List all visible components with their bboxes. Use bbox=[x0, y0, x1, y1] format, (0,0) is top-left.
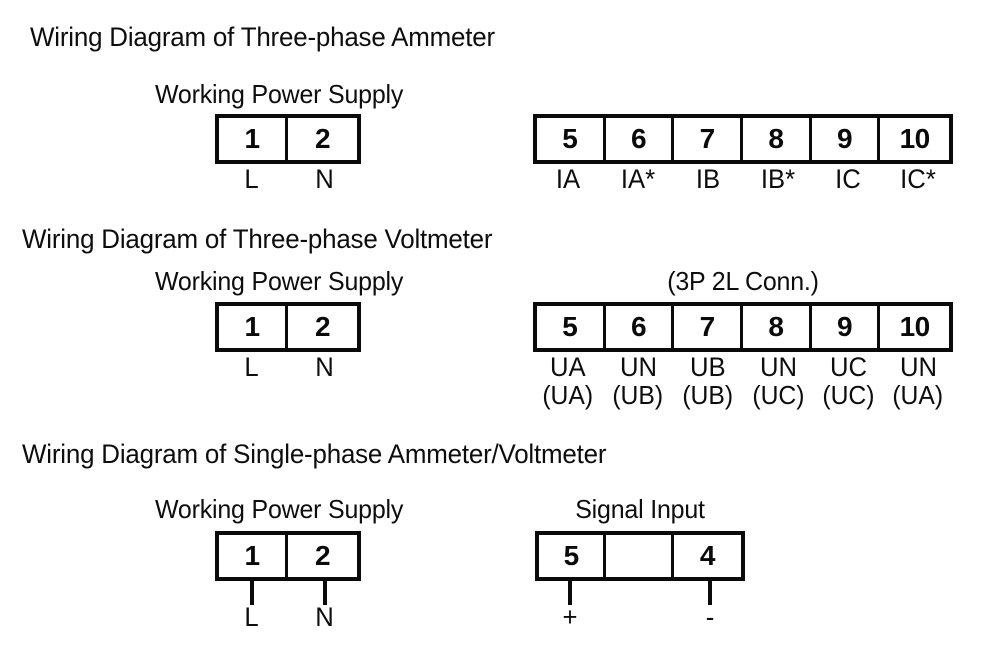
terminal-cell: 10 bbox=[899, 311, 931, 342]
group-caption-power-supply-2: Working Power Supply bbox=[155, 266, 404, 296]
terminal-cell: 8 bbox=[743, 118, 812, 160]
wire-stub-n bbox=[323, 580, 327, 605]
pin-label: + bbox=[562, 602, 578, 632]
terminal-cell-empty bbox=[606, 535, 674, 577]
pin-labels-current-input-1: IA IA* IB IB* IC IC* bbox=[533, 164, 953, 194]
pin-label: UN bbox=[899, 352, 937, 382]
pin-label: - bbox=[705, 602, 715, 632]
pin-label: UN bbox=[619, 352, 657, 382]
pin-label-stack: UC (UC) bbox=[813, 352, 883, 410]
pin-sublabel: (UC) bbox=[821, 379, 875, 410]
pin-label: UB bbox=[690, 352, 726, 382]
pin-label: N bbox=[315, 164, 334, 194]
pin-label: L bbox=[244, 164, 259, 194]
section-title-single-phase-ammeter-voltmeter: Wiring Diagram of Single-phase Ammeter/V… bbox=[22, 439, 607, 469]
pin-labels-power-supply-3: L N bbox=[215, 602, 361, 632]
terminal-block-power-supply-3: 1 2 bbox=[215, 531, 361, 581]
pin-label: N bbox=[315, 352, 334, 382]
pin-sublabel: (UA) bbox=[542, 379, 594, 410]
group-caption-signal-input-3: Signal Input bbox=[575, 494, 705, 524]
terminal-cell: 2 bbox=[315, 540, 331, 571]
terminal-cell: 7 bbox=[674, 118, 744, 160]
terminal-cell: 5 bbox=[537, 306, 606, 348]
terminal-block-voltage-input-2: 5 6 7 8 9 10 bbox=[533, 302, 953, 352]
pin-label: IA* bbox=[620, 164, 656, 194]
terminal-cell: 9 bbox=[812, 306, 881, 348]
pin-label: IC bbox=[835, 164, 861, 194]
pin-label-stack: UN (UB) bbox=[603, 352, 673, 410]
section-title-three-phase-voltmeter: Wiring Diagram of Three-phase Voltmeter bbox=[22, 224, 493, 254]
pin-labels-power-supply-1: L N bbox=[215, 164, 361, 194]
terminal-cell: 2 bbox=[315, 311, 331, 342]
pin-labels-voltage-input-2: UA (UA) UN (UB) UB (UB) UN (UC) UC (UC) … bbox=[533, 352, 953, 410]
terminal-cell: 1 bbox=[219, 535, 289, 577]
group-caption-power-supply-3: Working Power Supply bbox=[155, 494, 404, 524]
pin-label: IC* bbox=[900, 164, 936, 194]
terminal-cell: 1 bbox=[219, 118, 289, 160]
pin-label: IB* bbox=[760, 164, 796, 194]
terminal-cell: 9 bbox=[812, 118, 881, 160]
pin-label: UA bbox=[550, 352, 586, 382]
terminal-cell: 1 bbox=[219, 306, 289, 348]
pin-labels-power-supply-2: L N bbox=[215, 352, 361, 382]
pin-label: IA bbox=[555, 164, 581, 194]
terminal-cell: 10 bbox=[899, 123, 931, 154]
pin-sublabel: (UA) bbox=[892, 379, 944, 410]
pin-sublabel: (UB) bbox=[612, 379, 664, 410]
terminal-cell: 6 bbox=[606, 306, 675, 348]
pin-label: UN bbox=[759, 352, 797, 382]
section-title-three-phase-ammeter: Wiring Diagram of Three-phase Ammeter bbox=[30, 22, 495, 52]
terminal-cell: 4 bbox=[699, 540, 716, 571]
terminal-cell: 7 bbox=[674, 306, 744, 348]
pin-label: N bbox=[315, 602, 334, 632]
wire-stub-negative bbox=[708, 580, 712, 605]
pin-label-stack: UN (UA) bbox=[883, 352, 953, 410]
group-caption-voltage-input-2: (3P 2L Conn.) bbox=[667, 266, 819, 296]
pin-label: L bbox=[244, 602, 259, 632]
terminal-cell: 5 bbox=[537, 118, 606, 160]
terminal-block-power-supply-2: 1 2 bbox=[215, 302, 361, 352]
pin-label: UC bbox=[829, 352, 867, 382]
pin-label: L bbox=[244, 352, 259, 382]
pin-label: IB bbox=[695, 164, 721, 194]
terminal-cell: 8 bbox=[743, 306, 812, 348]
wire-stub-positive bbox=[568, 580, 572, 605]
pin-label-stack: UN (UC) bbox=[743, 352, 813, 410]
pin-sublabel: (UB) bbox=[682, 379, 734, 410]
pin-labels-signal-input-3: + - bbox=[535, 602, 745, 632]
group-caption-power-supply-1: Working Power Supply bbox=[155, 79, 404, 109]
pin-label-empty bbox=[607, 604, 674, 632]
pin-label-stack: UA (UA) bbox=[533, 352, 603, 410]
terminal-cell: 2 bbox=[315, 123, 331, 154]
terminal-block-power-supply-1: 1 2 bbox=[215, 114, 361, 164]
terminal-cell: 5 bbox=[539, 535, 607, 577]
pin-label-stack: UB (UB) bbox=[673, 352, 743, 410]
terminal-cell: 6 bbox=[606, 118, 675, 160]
pin-sublabel: (UC) bbox=[751, 379, 805, 410]
terminal-block-current-input-1: 5 6 7 8 9 10 bbox=[533, 114, 953, 164]
terminal-block-signal-input-3: 5 4 bbox=[535, 531, 745, 581]
wire-stub-l bbox=[250, 580, 254, 605]
